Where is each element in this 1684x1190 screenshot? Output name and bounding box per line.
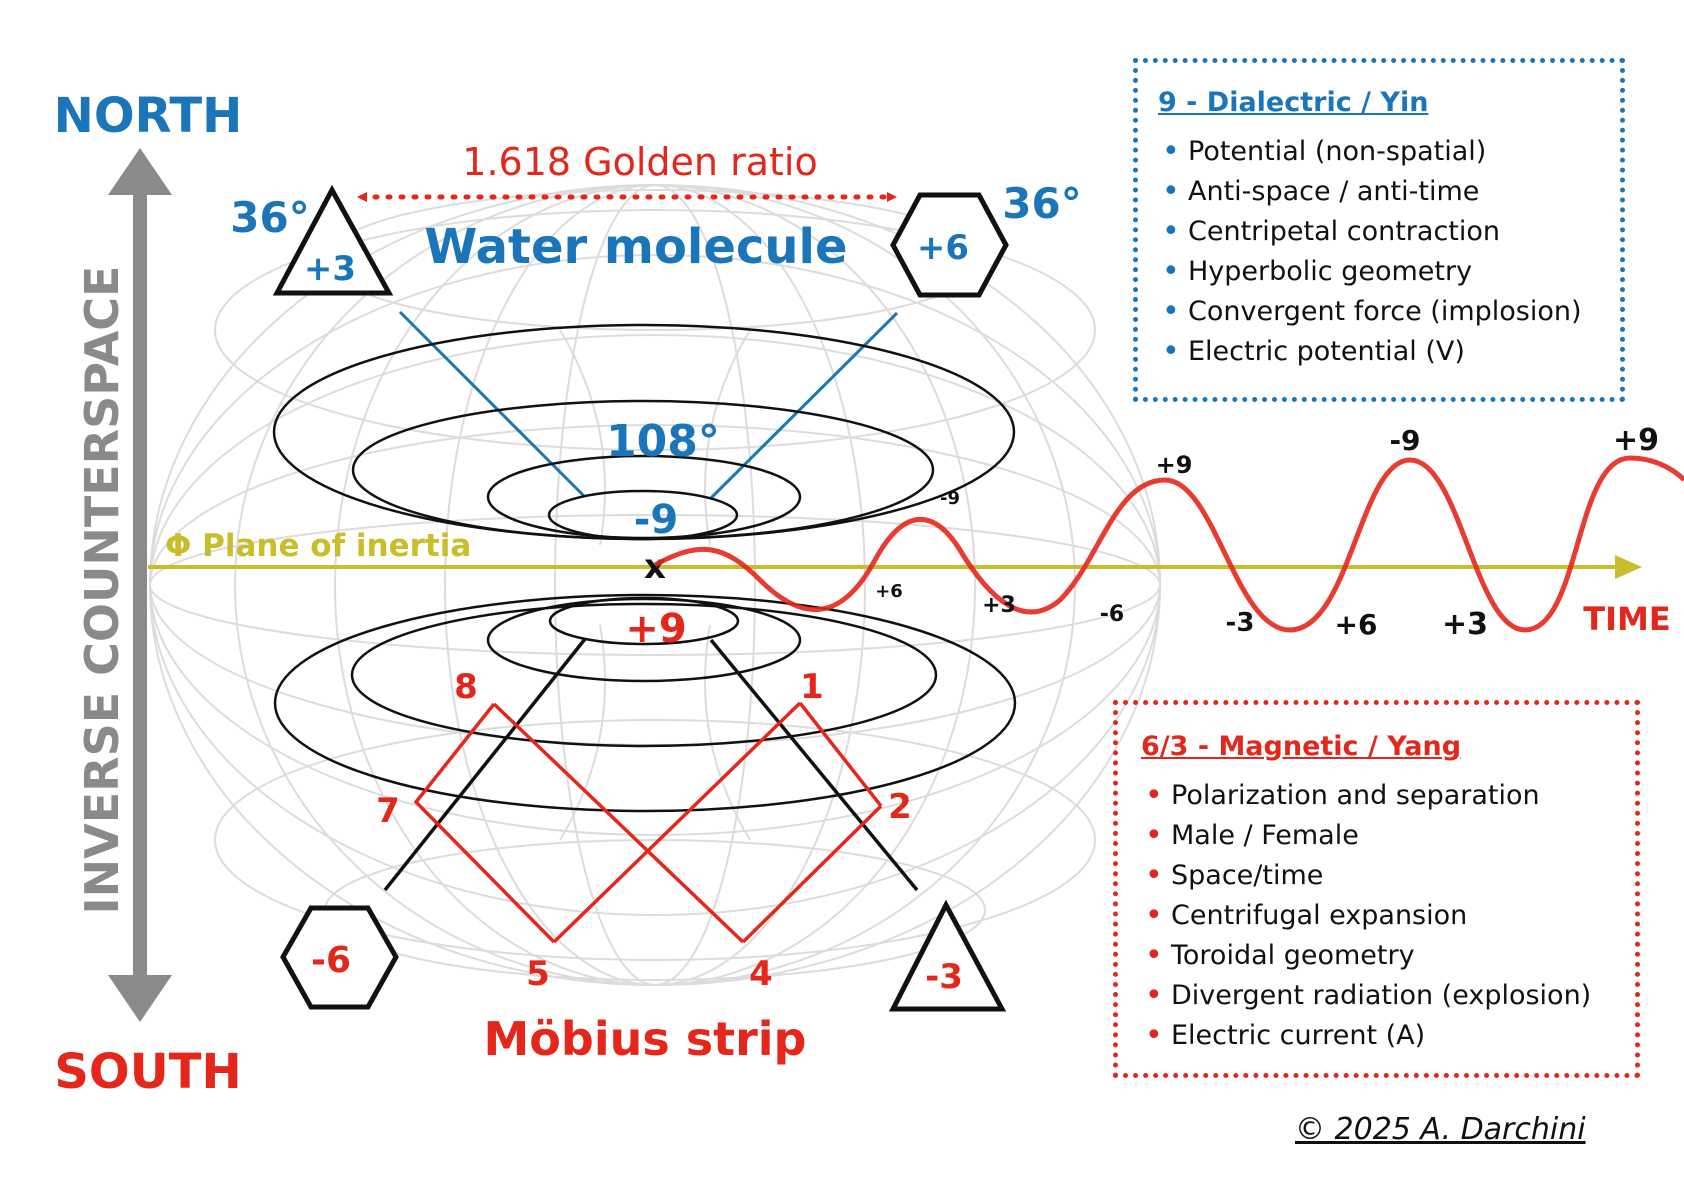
- lower-ellipses: [273, 593, 1017, 813]
- yin-list: Potential (non-spatial) Anti-space / ant…: [1158, 132, 1620, 372]
- bottom-right-triangle-value: -3: [925, 957, 963, 997]
- yin-list-item: Potential (non-spatial): [1158, 132, 1620, 172]
- plus-nine-label: +9: [625, 606, 686, 652]
- south-label: SOUTH: [54, 1044, 241, 1100]
- top-right-hexagon: [890, 192, 1009, 298]
- plane-of-inertia-arrowhead: [1615, 555, 1642, 579]
- mobius-number-4: 4: [749, 954, 773, 994]
- mobius-number-5: 5: [526, 954, 550, 994]
- mobius-number-2: 2: [888, 787, 912, 827]
- counterspace-arrow: [108, 148, 172, 1022]
- yang-list-item: Divergent radiation (explosion): [1141, 976, 1635, 1016]
- angle-right-label: 36°: [1002, 179, 1081, 228]
- copyright-notice: © 2025 A. Darchini: [1295, 1112, 1586, 1147]
- inverse-counterspace-label: INVERSE COUNTERSPACE: [75, 266, 129, 915]
- angle-left-label: 36°: [230, 193, 309, 242]
- time-wave: [653, 455, 1684, 633]
- mobius-number-8: 8: [454, 667, 478, 707]
- yin-box-title: 9 - Dialectric / Yin: [1158, 87, 1429, 118]
- black-line-left: [383, 637, 587, 892]
- bottom-left-hexagon-value: -6: [311, 940, 351, 981]
- yin-list-item: Convergent force (implosion): [1158, 292, 1620, 332]
- wave-label-p6-small: +6: [875, 581, 903, 602]
- yang-info-box: 6/3 - Magnetic / Yang Polarization and s…: [1113, 700, 1640, 1078]
- yang-list-item: Polarization and separation: [1141, 776, 1635, 816]
- yin-list-item: Electric potential (V): [1158, 332, 1620, 372]
- mobius-number-7: 7: [376, 791, 400, 831]
- yang-list-item: Male / Female: [1141, 816, 1635, 856]
- time-label: TIME: [1583, 600, 1670, 638]
- top-left-triangle: [272, 184, 394, 296]
- wave-label-p9-big: +9: [1613, 423, 1659, 458]
- bottom-left-hexagon: [280, 905, 399, 1010]
- angle-center-label: 108°: [606, 416, 720, 467]
- mobius-strip-shape: [413, 701, 883, 944]
- wave-labels: +6 -9 +3 +9 -6 -3 +6 -9 +3 +9: [875, 423, 1659, 642]
- golden-ratio-label: 1.618 Golden ratio: [462, 140, 817, 184]
- yang-list-item: Space/time: [1141, 856, 1635, 896]
- wave-label-p9: +9: [1156, 451, 1193, 479]
- wave-label-p3: +3: [982, 593, 1016, 618]
- wave-label-p6: +6: [1335, 608, 1378, 641]
- yin-info-box: 9 - Dialectric / Yin Potential (non-spat…: [1133, 58, 1625, 402]
- mobius-number-1: 1: [800, 667, 824, 707]
- black-line-right: [709, 638, 919, 892]
- blue-line-left: [398, 310, 587, 499]
- top-left-triangle-value: +3: [304, 249, 356, 289]
- yang-list-item: Toroidal geometry: [1141, 936, 1635, 976]
- yin-list-item: Hyperbolic geometry: [1158, 252, 1620, 292]
- wave-label-m9-small: -9: [940, 488, 960, 509]
- yin-list-item: Centripetal contraction: [1158, 212, 1620, 252]
- water-molecule-label: Water molecule: [424, 219, 847, 275]
- bottom-right-triangle: [888, 899, 1007, 1012]
- wave-label-m6: -6: [1100, 602, 1124, 627]
- upper-ellipses: [272, 323, 1016, 541]
- north-label: NORTH: [54, 88, 243, 144]
- torus-wireframe: [149, 184, 1161, 986]
- wave-label-m9: -9: [1389, 424, 1420, 457]
- top-right-hexagon-value: +6: [917, 228, 969, 268]
- wave-label-m3: -3: [1226, 608, 1255, 638]
- wave-label-p3-big: +3: [1442, 607, 1488, 642]
- mobius-strip-label: Möbius strip: [484, 1012, 807, 1066]
- yin-list-item: Anti-space / anti-time: [1158, 172, 1620, 212]
- yang-list-item: Electric current (A): [1141, 1016, 1635, 1056]
- center-x-mark: x: [644, 547, 666, 587]
- blue-line-right: [708, 311, 899, 501]
- yang-list-item: Centrifugal expansion: [1141, 896, 1635, 936]
- yang-box-title: 6/3 - Magnetic / Yang: [1141, 731, 1462, 762]
- mobius-numbers: 8 1 7 2 5 4: [376, 667, 912, 994]
- plane-of-inertia-label: Φ Plane of inertia: [165, 528, 471, 564]
- yang-list: Polarization and separation Male / Femal…: [1141, 776, 1635, 1056]
- minus-nine-label: -9: [634, 497, 678, 543]
